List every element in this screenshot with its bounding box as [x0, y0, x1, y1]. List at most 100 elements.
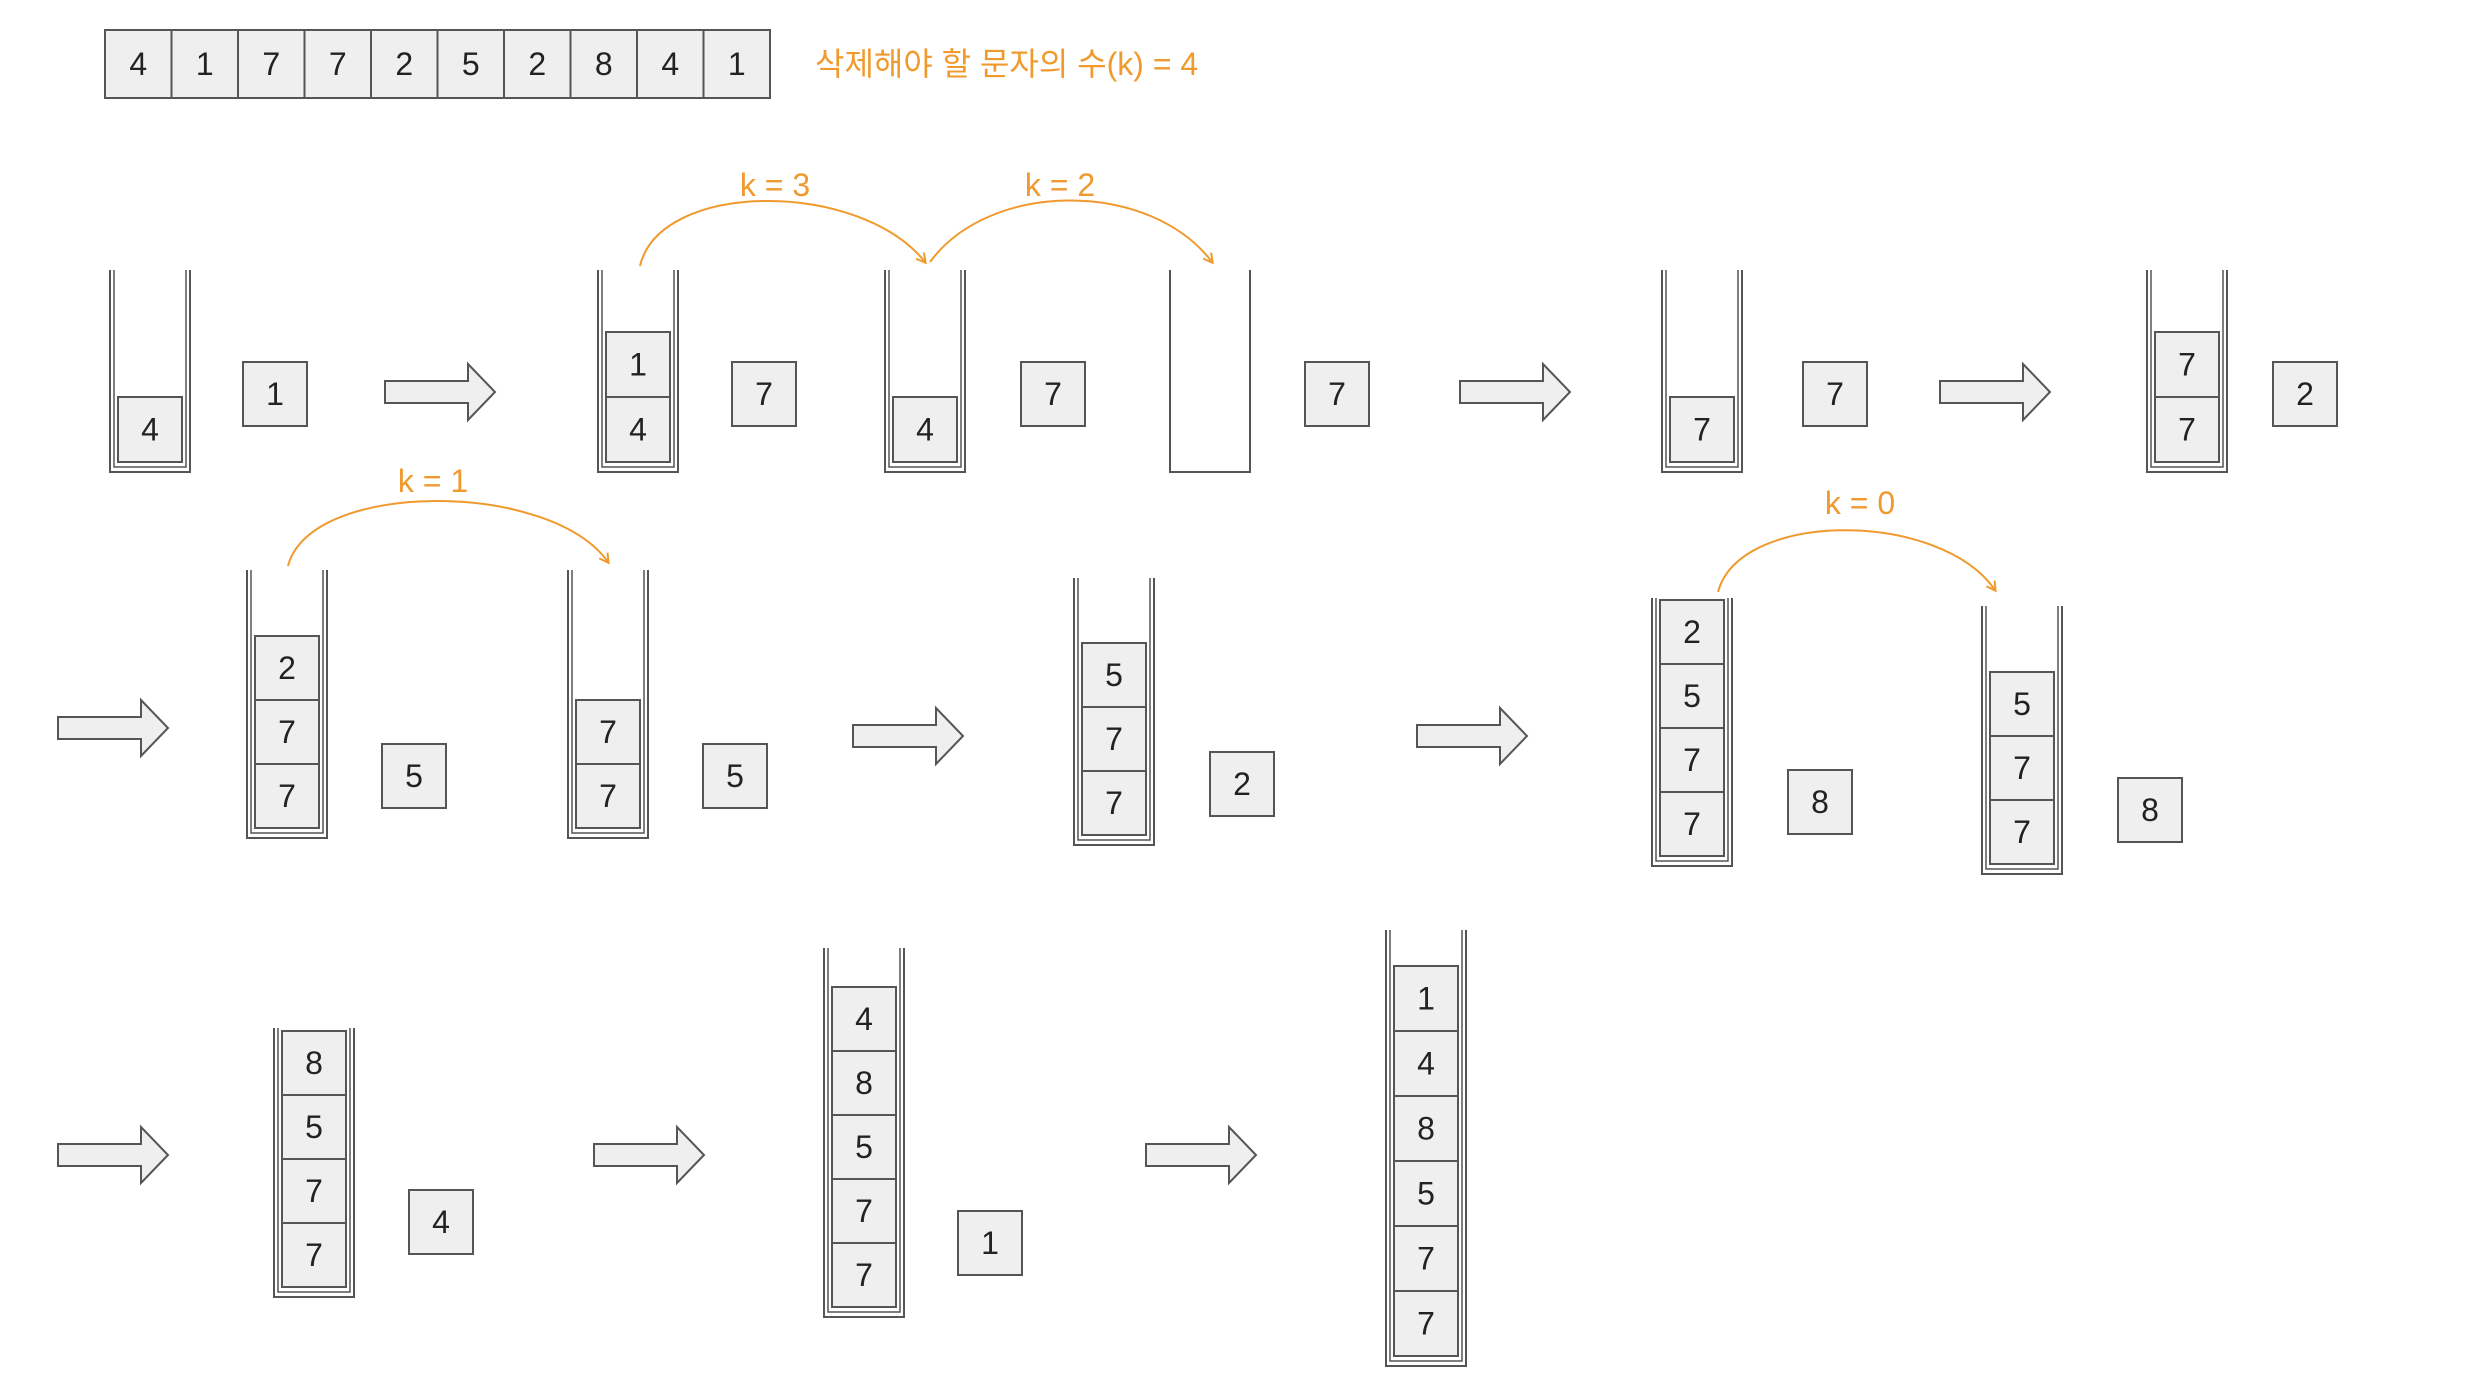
stack-item-digit: 5: [2013, 686, 2031, 722]
incoming-char-box: [1209, 751, 1275, 817]
stack-item-box: [1669, 396, 1735, 463]
stack-snapshot: 7 7 5: [567, 570, 768, 839]
incoming-char: 5: [702, 743, 768, 809]
stack-item-box: [605, 331, 671, 398]
stack-item: 5: [281, 1094, 347, 1160]
stack-item: 7: [1989, 735, 2055, 801]
input-cell-box: [104, 29, 173, 99]
stack-item-box: [1659, 727, 1725, 793]
stack-item-digit: 5: [1417, 1176, 1435, 1212]
incoming-char-box: [957, 1210, 1023, 1276]
incoming-char-digit: 1: [981, 1225, 999, 1261]
stack-container: [567, 570, 649, 839]
stack-item: 7: [1669, 396, 1735, 463]
stack-item-digit: 7: [1417, 1306, 1435, 1342]
stack-container: [1661, 270, 1743, 473]
incoming-char: 7: [731, 361, 797, 427]
stack-item-box: [1393, 1160, 1459, 1227]
stack-item: 2: [1659, 599, 1725, 665]
stack-container: [246, 570, 328, 839]
stack-item-digit: 7: [1693, 412, 1711, 448]
stack-inner-wall: [1389, 930, 1463, 1362]
input-cell-box: [170, 29, 239, 99]
curved-arrow-icon: [1717, 529, 1995, 592]
stack-item-digit: 7: [278, 778, 296, 814]
stack-item-digit: 7: [599, 714, 617, 750]
input-cell-box: [702, 29, 771, 99]
input-cell: 7: [303, 29, 372, 99]
stack-item: 7: [1081, 706, 1147, 772]
stack-item-box: [1989, 799, 2055, 865]
input-cell-digit: 1: [196, 46, 214, 82]
stack-snapshot: 47: [884, 270, 1086, 473]
stack-item-box: [831, 986, 897, 1052]
stack-item-digit: 7: [305, 1173, 323, 1209]
input-cell-box: [636, 29, 705, 99]
stack-item: 7: [281, 1222, 347, 1288]
pop-annotation: k = 1: [287, 463, 608, 567]
right-block-arrow-icon: [1416, 705, 1529, 767]
stack-item-box: [254, 635, 320, 701]
incoming-char-box: [408, 1189, 474, 1255]
stack-item: 7: [1659, 727, 1725, 793]
stack-inner-wall: [827, 948, 901, 1313]
stack-item-digit: 7: [305, 1237, 323, 1273]
input-cell: 2: [370, 29, 439, 99]
stack-item-digit: 5: [305, 1109, 323, 1145]
stack-item-digit: 7: [855, 1193, 873, 1229]
stack-container: [884, 270, 966, 473]
incoming-char-digit: 7: [1328, 376, 1346, 412]
incoming-char: 7: [1304, 361, 1370, 427]
stack-item-box: [831, 1114, 897, 1180]
input-cell-box: [436, 29, 505, 99]
incoming-char-box: [731, 361, 797, 427]
stack-item: 7: [831, 1242, 897, 1308]
stack-item-box: [2154, 331, 2220, 398]
incoming-char-box: [1020, 361, 1086, 427]
stack-item-digit: 1: [629, 347, 647, 383]
stack-inner-wall: [571, 570, 645, 834]
stack-item-box: [575, 699, 641, 765]
stack-item: 4: [1393, 1030, 1459, 1097]
input-cell: 7: [237, 29, 306, 99]
stack-item: 4: [117, 396, 183, 463]
stack-item: 7: [1659, 791, 1725, 857]
input-cell-digit: 2: [395, 46, 413, 82]
stack-item: 8: [281, 1030, 347, 1096]
curved-arrow-icon: [639, 200, 925, 267]
stack-item: 5: [1989, 671, 2055, 737]
stack-item-digit: 7: [599, 778, 617, 814]
right-block-arrow-icon: [1145, 1124, 1258, 1186]
input-cell-box: [237, 29, 306, 99]
stack-item-box: [1393, 965, 1459, 1032]
stack-item-digit: 8: [855, 1065, 873, 1101]
incoming-char-digit: 7: [755, 376, 773, 412]
stack-snapshot: 41: [109, 270, 308, 473]
stack-container: [597, 270, 679, 473]
stack-item-digit: 7: [278, 714, 296, 750]
incoming-char-digit: 2: [2296, 376, 2314, 412]
input-cell-digit: 1: [728, 46, 746, 82]
input-cell: 8: [569, 29, 638, 99]
stack-item-box: [281, 1222, 347, 1288]
right-block-arrow-icon: [384, 361, 497, 423]
k-label: k = 2: [1025, 167, 1095, 203]
incoming-char-digit: 2: [1233, 766, 1251, 802]
stack-item-digit: 7: [1683, 806, 1701, 842]
stack-item-digit: 2: [1683, 614, 1701, 650]
stack-item: 7: [575, 763, 641, 829]
incoming-char: 2: [1209, 751, 1275, 817]
incoming-char-digit: 7: [1044, 376, 1062, 412]
stack-item-digit: 5: [1683, 678, 1701, 714]
incoming-char-digit: 1: [266, 376, 284, 412]
stack-inner-wall: [113, 270, 187, 468]
stack-item-box: [281, 1030, 347, 1096]
stack-item-box: [1393, 1030, 1459, 1097]
stack-item-box: [281, 1158, 347, 1224]
stack-item: 7: [281, 1158, 347, 1224]
stack-snapshot: 417: [597, 270, 797, 473]
curved-arrow-icon: [287, 500, 608, 567]
